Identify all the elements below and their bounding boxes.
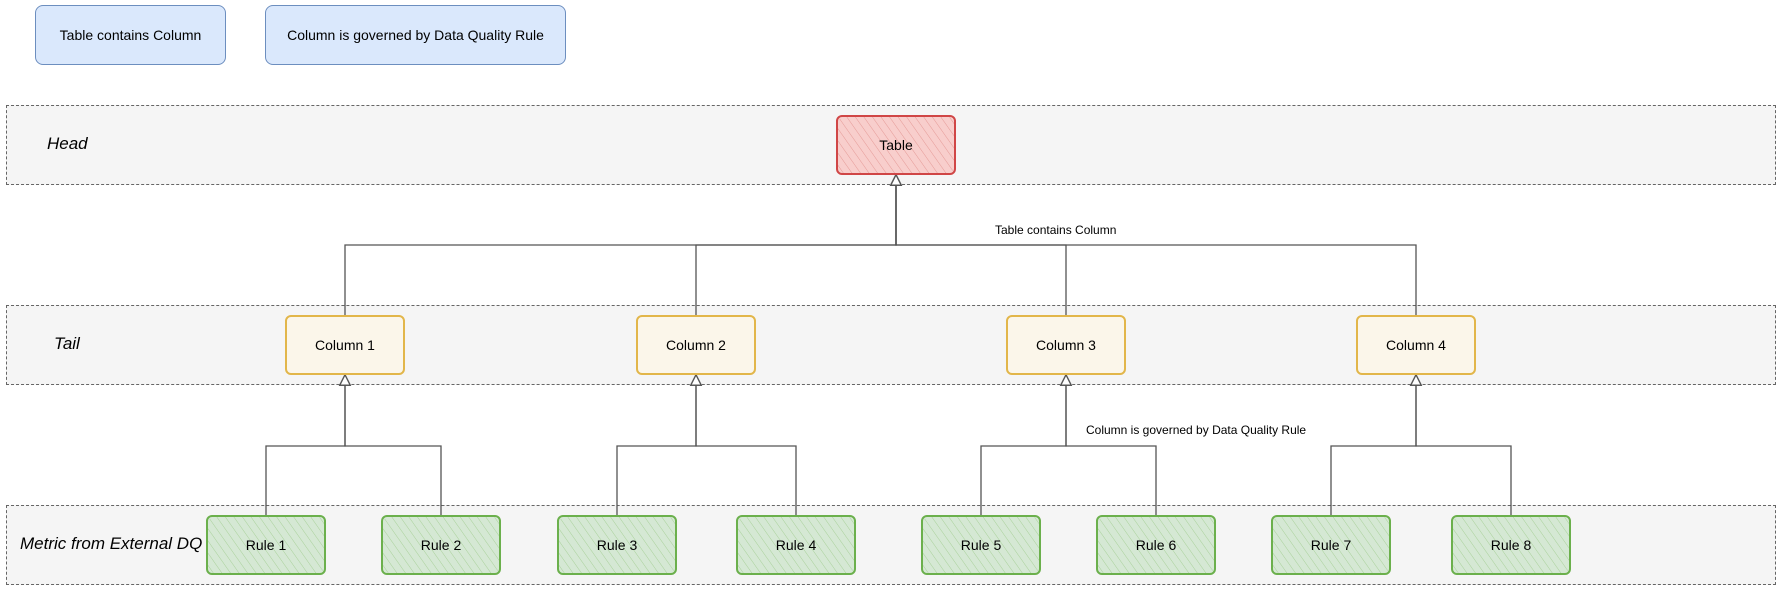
lane-title-tail: Tail [54,334,80,353]
hatch-pattern [738,517,854,573]
legend-column-governed-by-rule: Column is governed by Data Quality Rule [265,5,566,65]
node-rule-1[interactable]: Rule 1 [206,515,326,575]
node-label: Rule 8 [1490,537,1532,553]
hatch-pattern [208,517,324,573]
edge-label-column-governed-by-rule: Column is governed by Data Quality Rule [1086,423,1307,437]
node-column-3[interactable]: Column 3 [1006,315,1126,375]
edge-label-table-contains-column: Table contains Column [995,223,1117,237]
legend-label: Column is governed by Data Quality Rule [287,27,544,43]
hatch-pattern [383,517,499,573]
edge-rule5-column3 [980,380,1066,515]
node-label: Column 2 [666,337,726,353]
lane-title-head: Head [47,134,88,153]
node-rule-4[interactable]: Rule 4 [736,515,856,575]
node-label: Rule 5 [960,537,1002,553]
node-column-4[interactable]: Column 4 [1356,315,1476,375]
node-label: Rule 6 [1135,537,1177,553]
hatch-pattern [1273,517,1389,573]
node-rule-7[interactable]: Rule 7 [1271,515,1391,575]
legend-label: Table contains Column [59,27,202,43]
node-rule-5[interactable]: Rule 5 [921,515,1041,575]
edge-column4-table [896,180,1417,315]
node-label: Column 4 [1386,337,1446,353]
edge-column3-table [896,180,1067,315]
node-rule-8[interactable]: Rule 8 [1451,515,1571,575]
lane-title-metric: Metric from External DQ [20,534,203,553]
node-label: Rule 3 [596,537,638,553]
hatch-pattern [1453,517,1569,573]
hatch-pattern [559,517,675,573]
edge-rule7-column4 [1330,380,1416,515]
hatch-pattern [838,117,954,173]
edge-rule1-column1 [265,380,345,515]
node-label: Rule 4 [775,537,817,553]
legend-table-contains-column: Table contains Column [35,5,226,65]
node-column-2[interactable]: Column 2 [636,315,756,375]
edge-rule4-column2 [696,380,797,515]
node-label: Column 1 [315,337,375,353]
node-column-1[interactable]: Column 1 [285,315,405,375]
node-label: Table [879,137,913,153]
edge-column2-table [695,180,896,315]
node-table[interactable]: Table [836,115,956,175]
edge-column1-table [344,180,896,315]
edge-rule2-column1 [345,380,442,515]
node-label: Rule 7 [1310,537,1352,553]
node-rule-3[interactable]: Rule 3 [557,515,677,575]
node-rule-6[interactable]: Rule 6 [1096,515,1216,575]
node-label: Rule 2 [420,537,462,553]
edge-rule6-column3 [1066,380,1157,515]
edge-rule3-column2 [616,380,696,515]
edge-rule8-column4 [1416,380,1512,515]
node-rule-2[interactable]: Rule 2 [381,515,501,575]
node-label: Rule 1 [245,537,287,553]
hatch-pattern [1098,517,1214,573]
hatch-pattern [923,517,1039,573]
node-label: Column 3 [1036,337,1096,353]
